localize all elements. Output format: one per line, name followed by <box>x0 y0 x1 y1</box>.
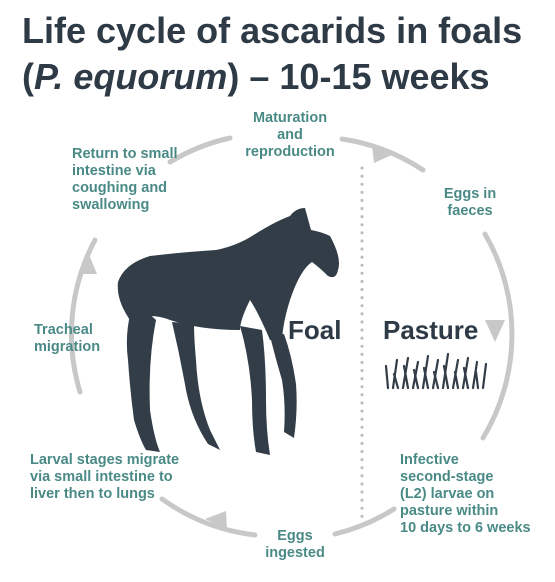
stage-eggs-in-faeces: Eggs in faeces <box>443 186 497 219</box>
stage-maturation: Maturation and reproduction <box>245 110 335 160</box>
ring-segment-bottom-left <box>159 496 258 538</box>
grass-icon <box>384 352 488 390</box>
title-paren-open: ( <box>22 56 34 97</box>
ring-segment-right <box>480 231 515 441</box>
ring-segment-bottom-right <box>332 506 397 537</box>
stage-infective-larvae: Infective second-stage (L2) larvae on pa… <box>400 452 531 536</box>
arrow-icon <box>79 252 97 274</box>
ring-segment-top-left <box>167 135 233 165</box>
stage-eggs-ingested: Eggs ingested <box>265 528 325 561</box>
title-species: P. equorum <box>34 56 228 97</box>
arrow-heads <box>79 146 505 529</box>
arrow-icon <box>485 320 505 342</box>
title-line-1: Life cycle of ascarids in foals <box>22 10 523 51</box>
stage-tracheal-migration: Tracheal migration <box>34 322 101 355</box>
stage-larval-migration: Larval stages migrate via small intestin… <box>30 452 180 502</box>
arrow-icon <box>205 511 227 529</box>
foal-silhouette-icon <box>117 208 339 455</box>
cycle-ring <box>68 135 515 538</box>
zone-label-pasture: Pasture <box>383 315 479 345</box>
arrow-icon <box>372 146 394 163</box>
zone-label-foal: Foal <box>288 315 342 345</box>
ring-segment-top-right <box>339 136 426 173</box>
stage-return-to-intestine: Return to small intestine via coughing a… <box>72 146 178 213</box>
title-line-2: ) – 10-15 weeks <box>227 56 490 97</box>
page-title: Life cycle of ascarids in foals (P. equo… <box>22 8 552 100</box>
